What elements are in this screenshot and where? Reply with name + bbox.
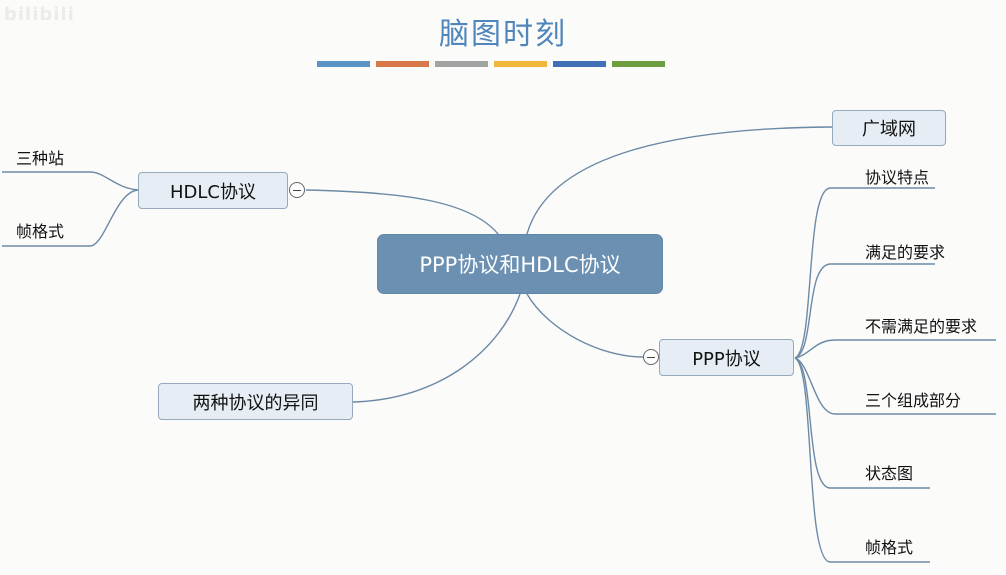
connector-compare bbox=[351, 293, 521, 403]
collapse-icon[interactable] bbox=[289, 182, 305, 198]
connector-ppp-child bbox=[794, 263, 935, 359]
color-swatch bbox=[376, 61, 429, 67]
subtopic-ppp-frame[interactable]: 帧格式 bbox=[865, 538, 914, 557]
connector-ppp-child bbox=[794, 357, 996, 415]
connector-hdlc-child bbox=[2, 171, 139, 191]
topic-ppp[interactable]: PPP协议 bbox=[659, 339, 794, 376]
color-swatch bbox=[435, 61, 488, 67]
page-title: 脑图时刻 bbox=[439, 17, 567, 52]
topic-wan[interactable]: 广域网 bbox=[832, 110, 946, 146]
central-topic[interactable]: PPP协议和HDLC协议 bbox=[377, 234, 663, 294]
connector-ppp bbox=[526, 293, 644, 358]
topic-compare[interactable]: 两种协议的异同 bbox=[158, 383, 353, 420]
subtopic-ppp-components[interactable]: 三个组成部分 bbox=[865, 391, 962, 410]
subtopic-ppp-features[interactable]: 协议特点 bbox=[865, 168, 930, 187]
subtopic-ppp-requirements[interactable]: 满足的要求 bbox=[865, 243, 946, 262]
collapse-icon[interactable] bbox=[643, 349, 659, 365]
subtopic-hdlc-stations[interactable]: 三种站 bbox=[16, 149, 65, 168]
connector-ppp-child bbox=[794, 357, 930, 563]
connector-wan bbox=[526, 126, 833, 235]
connector-hdlc bbox=[305, 189, 499, 235]
connector-ppp-child bbox=[794, 187, 935, 359]
color-bar bbox=[317, 61, 665, 67]
color-swatch bbox=[494, 61, 547, 67]
topic-hdlc[interactable]: HDLC协议 bbox=[138, 172, 288, 209]
color-swatch bbox=[612, 61, 665, 67]
subtopic-ppp-non-requirements[interactable]: 不需满足的要求 bbox=[865, 317, 978, 336]
color-swatch bbox=[553, 61, 606, 67]
watermark: bilibili bbox=[4, 4, 75, 25]
connector-hdlc-child bbox=[2, 189, 139, 247]
subtopic-hdlc-frame[interactable]: 帧格式 bbox=[16, 222, 65, 241]
color-swatch bbox=[317, 61, 370, 67]
subtopic-ppp-state-diagram[interactable]: 状态图 bbox=[865, 464, 914, 483]
connector-ppp-child bbox=[794, 357, 930, 489]
connector-ppp-child bbox=[794, 339, 996, 359]
